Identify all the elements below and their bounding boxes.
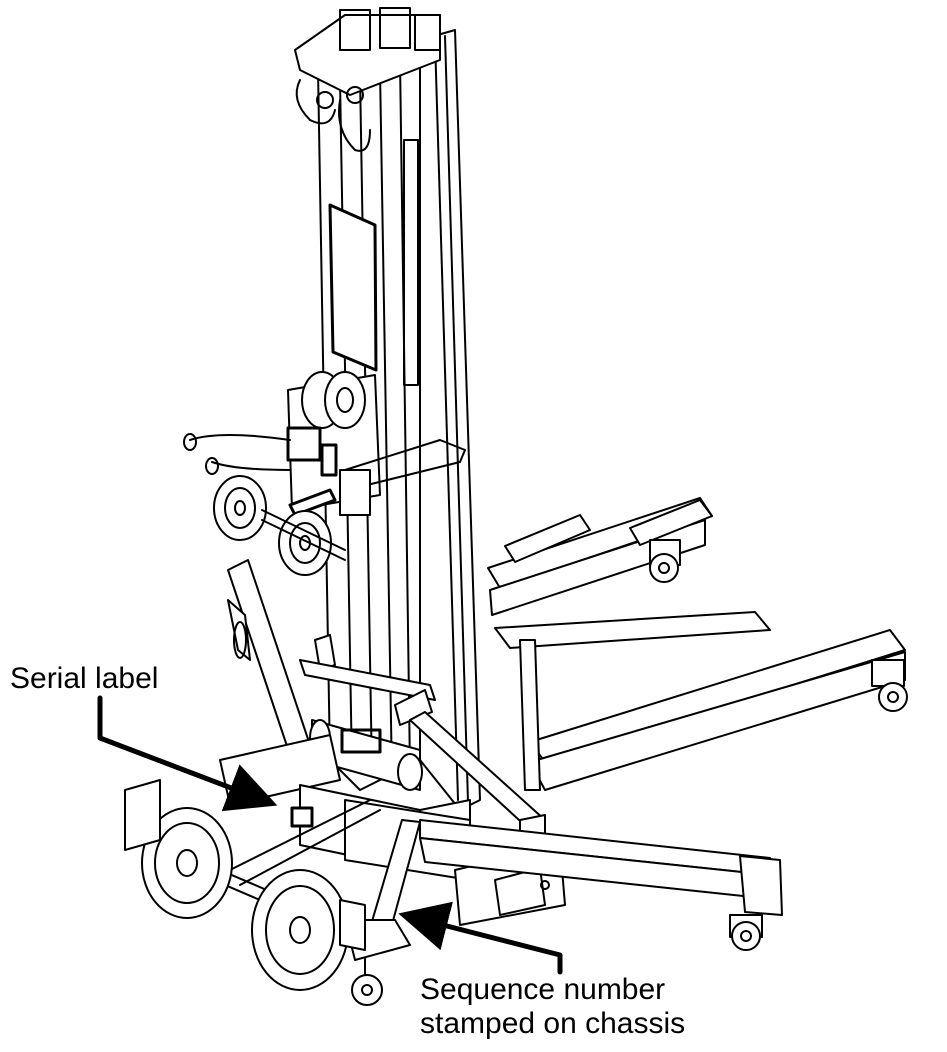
front-wheel-right <box>251 869 349 991</box>
winch <box>183 371 466 517</box>
sequence-number-callout: Sequence number stamped on chassis <box>420 973 685 1041</box>
mast-top <box>294 7 441 152</box>
serial-leader-line <box>97 695 278 812</box>
front-wheel-left <box>124 779 233 919</box>
sequence-leader-line <box>398 901 563 975</box>
front-stabilizer <box>339 819 421 1006</box>
serial-label-callout: Serial label <box>10 662 159 695</box>
storage-wheels <box>213 475 346 576</box>
rear-caster-upper <box>649 539 681 583</box>
rear-leg-lower <box>494 611 906 791</box>
sequence-callout-line-2: stamped on chassis <box>420 1007 686 1040</box>
sequence-callout-line-1: Sequence number <box>420 973 666 1006</box>
front-brace <box>227 559 436 756</box>
serial-plate <box>290 806 314 828</box>
front-caster-right <box>729 914 763 951</box>
front-leg-right <box>419 819 783 916</box>
mast-column <box>317 29 481 811</box>
rear-caster-lower <box>871 659 908 712</box>
